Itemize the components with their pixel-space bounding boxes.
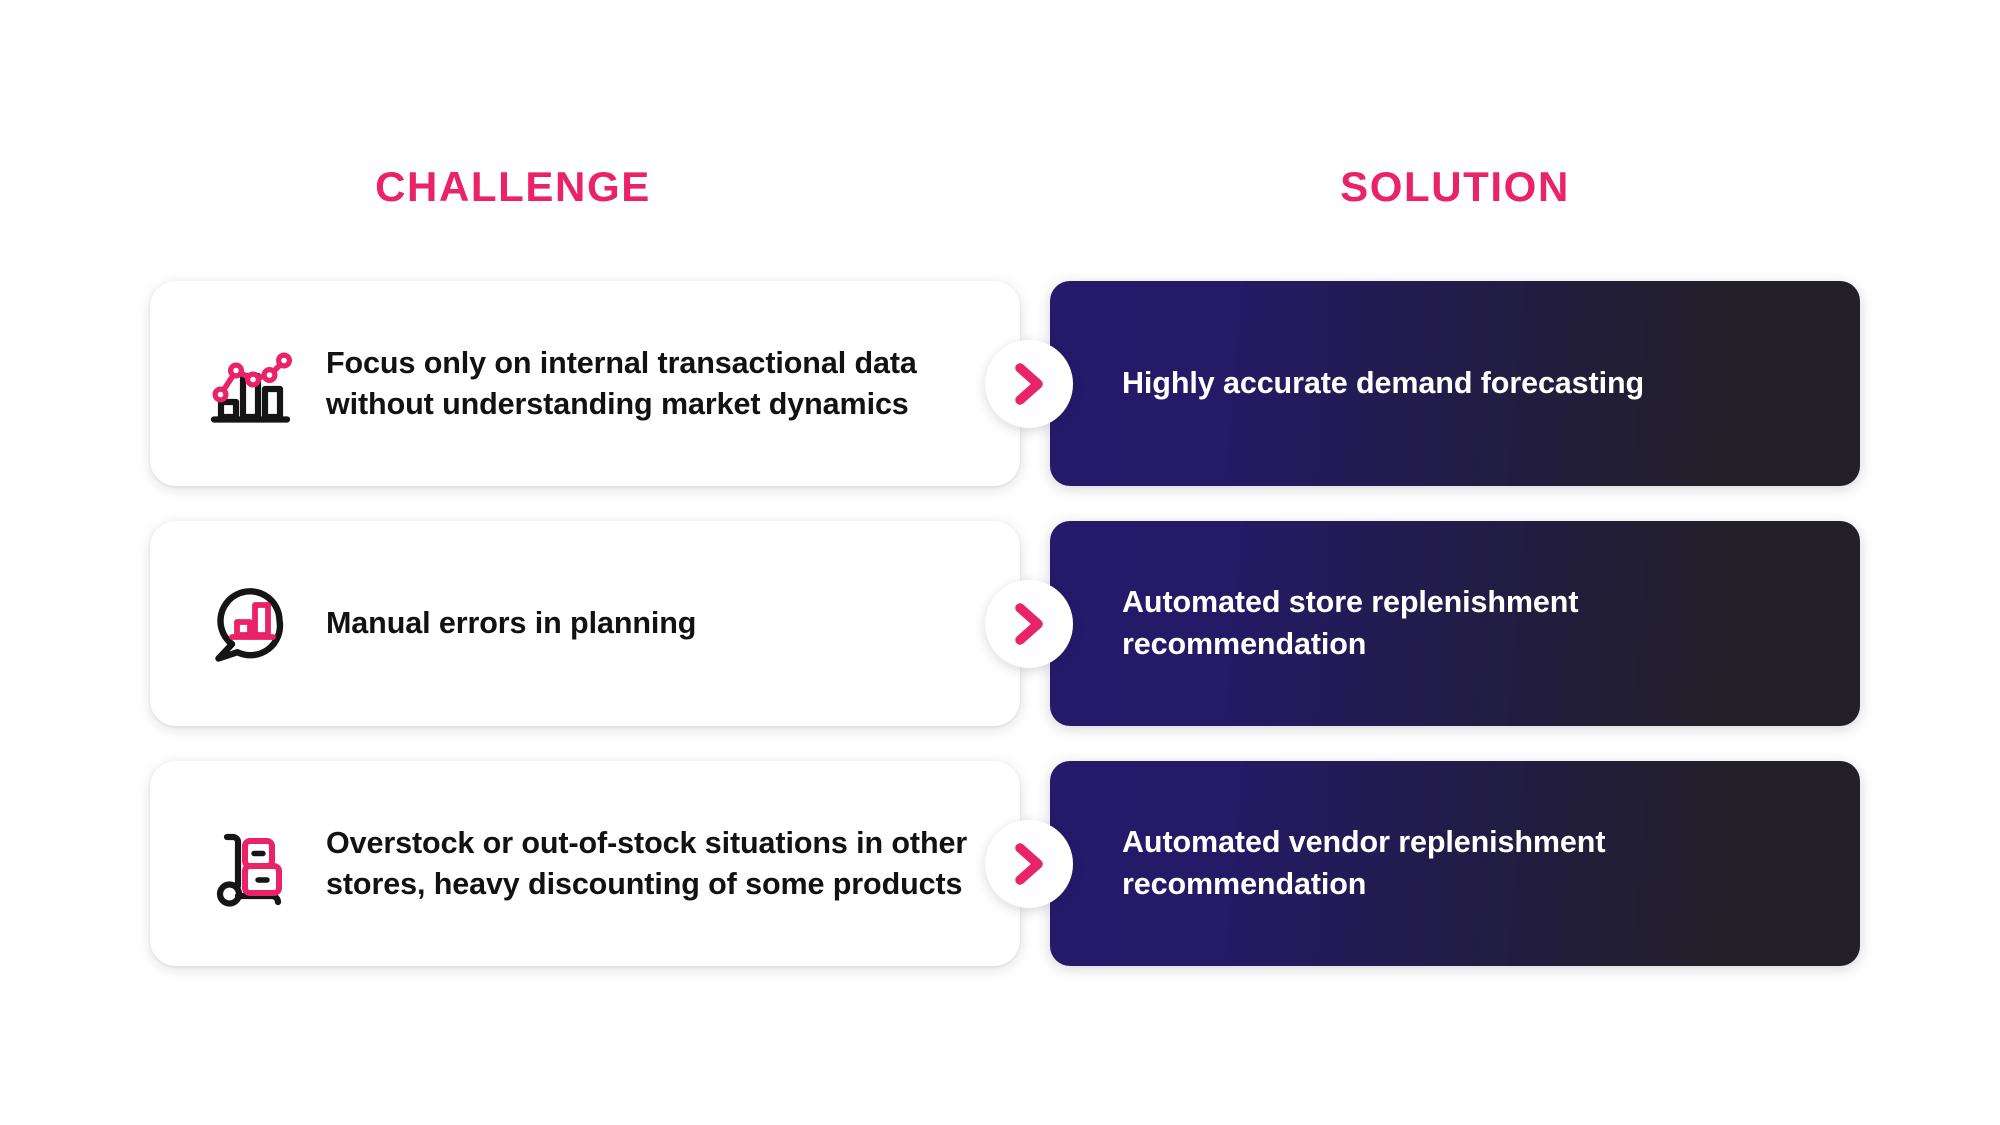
challenge-column-heading: CHALLENGE (375, 163, 651, 210)
solution-text: Automated store replenishment recommenda… (1122, 585, 1579, 661)
solution-card[interactable]: Highly accurate demand forecasting (1050, 281, 1860, 486)
comparison-rows: Focus only on internal transactional dat… (0, 281, 2000, 1001)
chevron-right-icon (1009, 841, 1049, 887)
challenge-text: Overstock or out-of-stock situations in … (326, 825, 968, 901)
chevron-right-icon (1009, 601, 1049, 647)
row-arrow-button[interactable] (985, 339, 1073, 428)
hand-truck-boxes-icon (202, 816, 298, 912)
comparison-row: Focus only on internal transactional dat… (0, 281, 2000, 486)
solution-column-heading: SOLUTION (1340, 163, 1570, 210)
challenge-card[interactable]: Overstock or out-of-stock situations in … (150, 761, 1020, 966)
column-headings: CHALLENGE SOLUTION (0, 163, 2000, 223)
challenge-text: Manual errors in planning (326, 606, 697, 641)
row-arrow-button[interactable] (985, 579, 1073, 668)
solution-card[interactable]: Automated vendor replenishment recommend… (1050, 761, 1860, 966)
speech-bubble-chart-icon (202, 576, 298, 672)
row-arrow-button[interactable] (985, 819, 1073, 908)
challenge-card[interactable]: Focus only on internal transactional dat… (150, 281, 1020, 486)
comparison-row: Overstock or out-of-stock situations in … (0, 761, 2000, 966)
chevron-right-icon (1009, 361, 1049, 407)
challenge-card[interactable]: Manual errors in planning (150, 521, 1020, 726)
comparison-row: Manual errors in planning Automated stor… (0, 521, 2000, 726)
challenge-text: Focus only on internal transactional dat… (326, 345, 917, 421)
solution-card[interactable]: Automated store replenishment recommenda… (1050, 521, 1860, 726)
solution-text: Highly accurate demand forecasting (1122, 365, 1645, 400)
solution-text: Automated vendor replenishment recommend… (1122, 825, 1606, 901)
bar-chart-trendline-icon (202, 336, 298, 432)
